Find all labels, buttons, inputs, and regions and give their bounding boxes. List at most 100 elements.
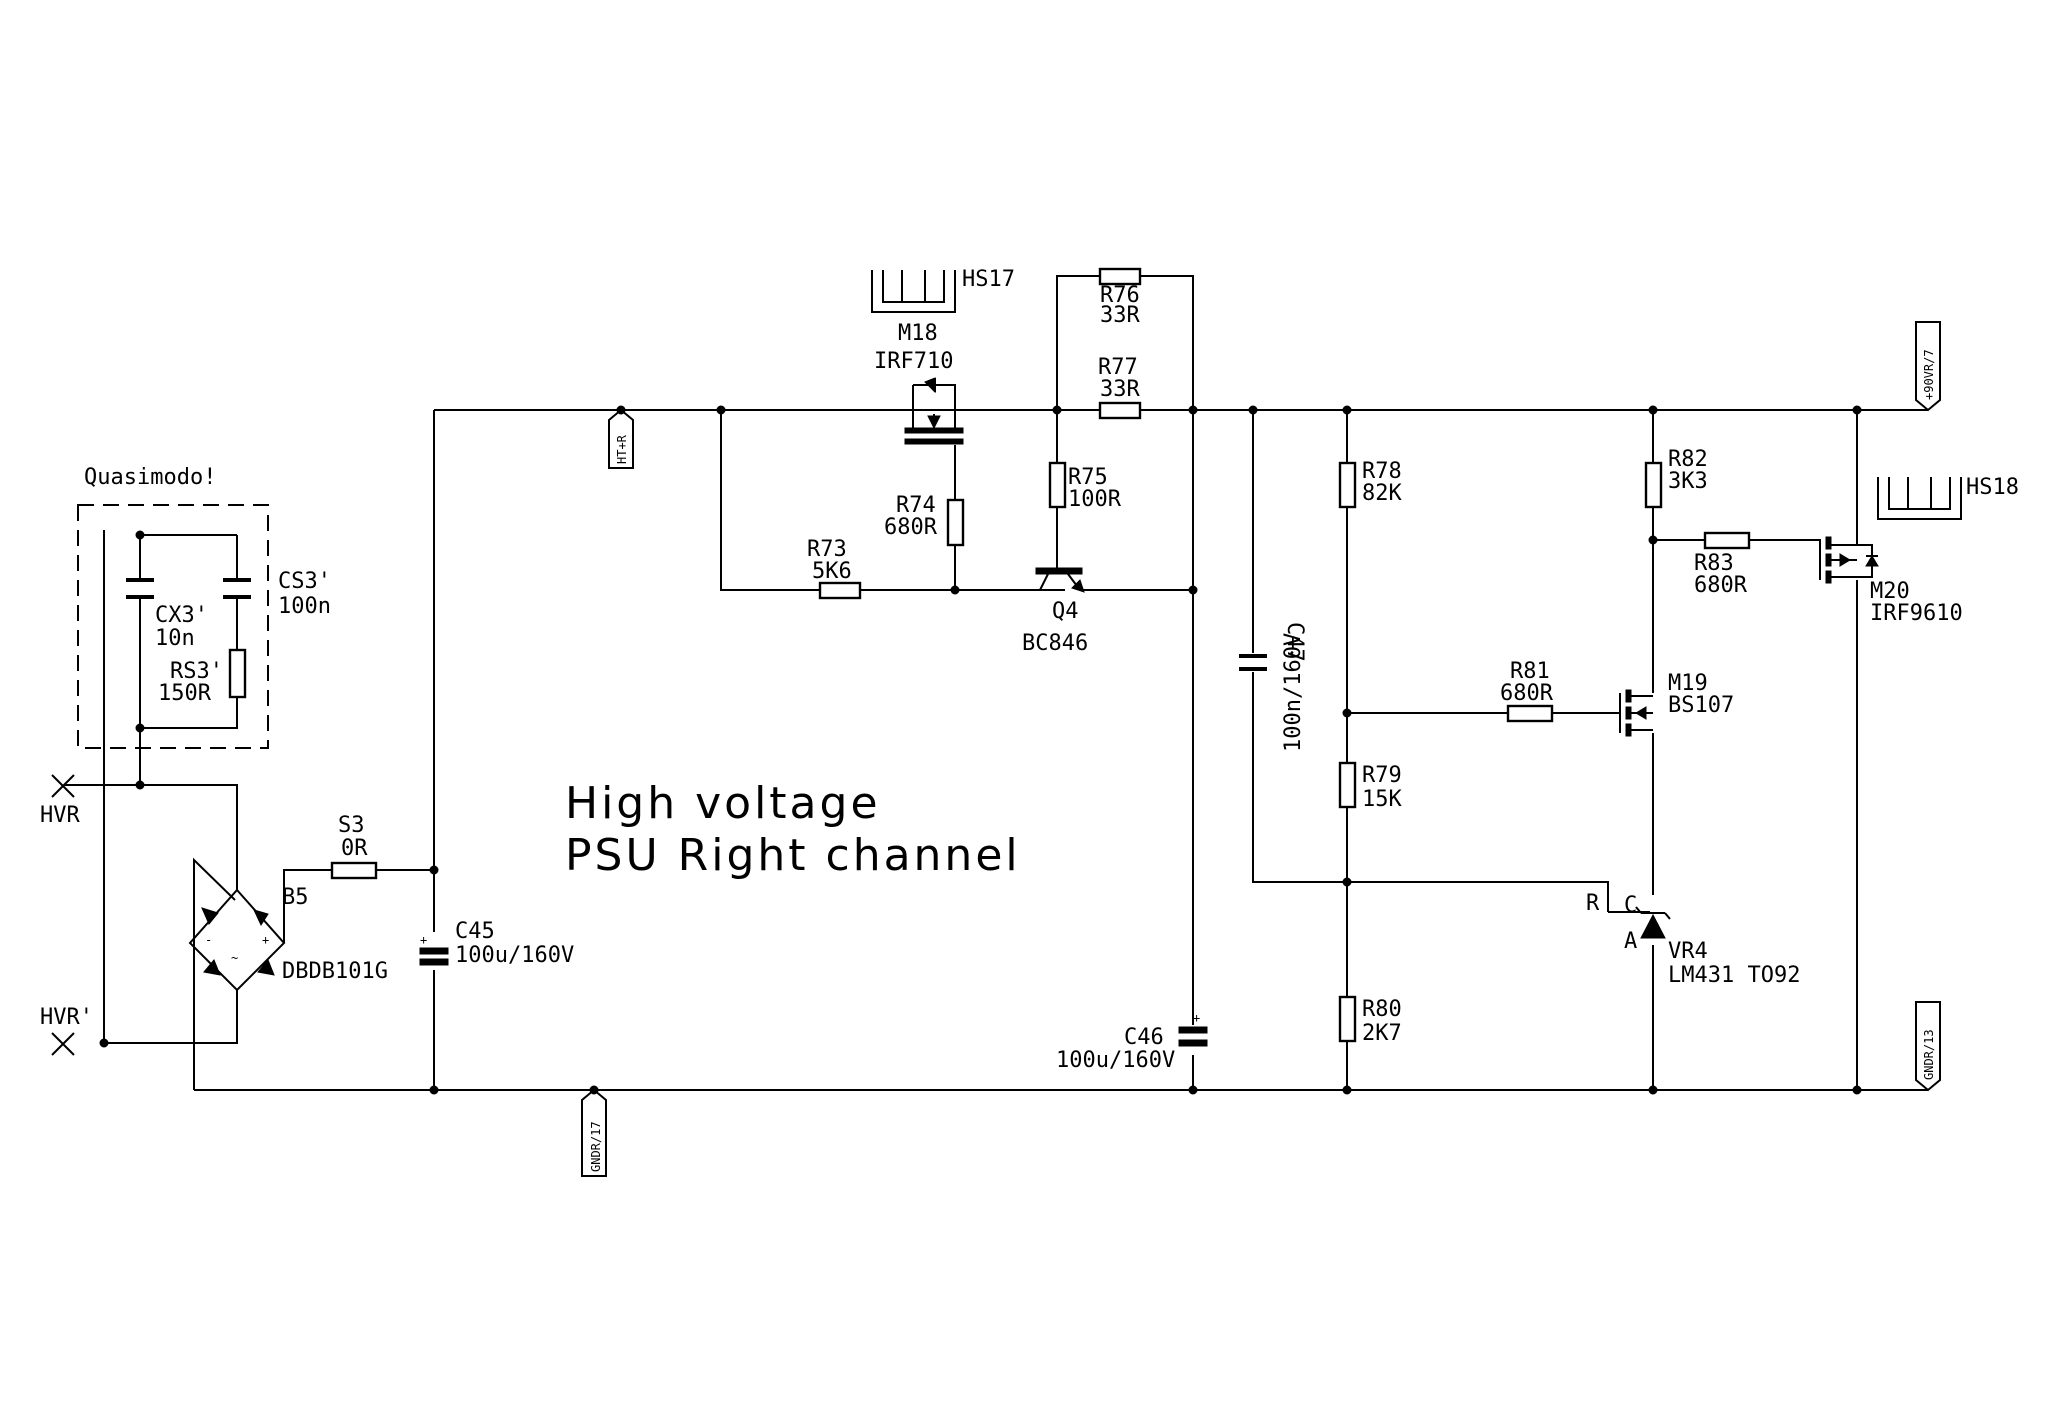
vr4-regulator: R C A: [1586, 891, 1671, 954]
title-line1: High voltage: [565, 778, 881, 829]
junctions: [99, 405, 1862, 1095]
r76-resistor: [1098, 267, 1142, 286]
r75-resistor: [1048, 461, 1067, 509]
r81-ref: R81: [1510, 659, 1550, 684]
plus90-connector: +90VR/7: [1915, 321, 1941, 412]
hs17-heatsink: [871, 270, 956, 313]
m20-ref: M20: [1870, 579, 1910, 604]
r76-value: 33R: [1100, 303, 1140, 328]
label-text: +: [1193, 1011, 1200, 1025]
r81-resistor: [1506, 704, 1554, 723]
bridge-rectifier-b5: - + ~: [188, 888, 286, 992]
r83-value: 680R: [1694, 573, 1748, 598]
r75-ref: R75: [1068, 465, 1108, 490]
r77-ref: R77: [1098, 355, 1138, 380]
ht-r-connector: HT+R: [608, 408, 634, 469]
m19-ref: M19: [1668, 671, 1708, 696]
m19-value: BS107: [1668, 693, 1734, 718]
r79-value: 15K: [1362, 787, 1402, 812]
s3-ref: S3: [338, 813, 365, 838]
label-text: +90VR/7: [1922, 349, 1936, 400]
q4-value: BC846: [1022, 631, 1088, 656]
r78-value: 82K: [1362, 481, 1402, 506]
c46-ref: C46: [1124, 1025, 1164, 1050]
rs3-value: 150R: [158, 681, 212, 706]
r78-ref: R78: [1362, 459, 1402, 484]
c47-value: 100n/160V: [1281, 633, 1306, 752]
c45-capacitor: +: [419, 933, 449, 966]
c46-capacitor: +: [1178, 1011, 1208, 1047]
m19-mosfet: [1619, 689, 1653, 737]
label-text: A: [1624, 929, 1637, 954]
b5-value: DBDB101G: [282, 959, 388, 984]
r79-resistor: [1338, 761, 1357, 809]
r78-resistor: [1338, 461, 1357, 509]
r77-resistor: [1098, 401, 1142, 420]
gndr17-connector: GNDR/17: [581, 1088, 607, 1177]
label-text: GNDR/13: [1922, 1029, 1936, 1080]
hvr-terminal: HVR: [40, 774, 80, 828]
cs3-ref: CS3': [278, 569, 331, 594]
r74-resistor: [946, 498, 965, 547]
r83-resistor: [1703, 531, 1751, 550]
label-text: -: [205, 933, 212, 947]
c45-ref: C45: [455, 919, 495, 944]
label-text: HVR': [40, 1005, 93, 1030]
r73-value: 5K6: [812, 559, 852, 584]
wires: [64, 275, 1928, 1091]
r79-ref: R79: [1362, 763, 1402, 788]
rs3-ref: RS3': [170, 659, 223, 684]
cs3-value: 100n: [278, 594, 331, 619]
hs18-ref: HS18: [1966, 475, 2019, 500]
hvr2-terminal: HVR': [40, 1005, 93, 1056]
r74-value: 680R: [884, 515, 938, 540]
m20-value: IRF9610: [1870, 601, 1963, 626]
r80-value: 2K7: [1362, 1021, 1402, 1046]
r74-ref: R74: [896, 493, 936, 518]
r73-resistor: [818, 581, 862, 600]
r73-ref: R73: [807, 537, 847, 562]
r83-ref: R83: [1694, 551, 1734, 576]
r80-resistor: [1338, 995, 1357, 1043]
r77-value: 33R: [1100, 377, 1140, 402]
c46-value: 100u/160V: [1056, 1048, 1175, 1073]
gndr13-connector: GNDR/13: [1915, 1001, 1941, 1092]
cx3-value: 10n: [155, 626, 195, 651]
label-text: C: [1624, 893, 1637, 918]
title-line2: PSU Right channel: [565, 830, 1021, 881]
m18-value: IRF710: [874, 349, 953, 374]
hs18-heatsink: [1877, 477, 1962, 520]
vr4-ref: VR4: [1668, 939, 1708, 964]
label-text: HT+R: [615, 434, 629, 464]
r75-value: 100R: [1068, 487, 1122, 512]
r82-value: 3K3: [1668, 469, 1708, 494]
r82-ref: R82: [1668, 447, 1708, 472]
c45-value: 100u/160V: [455, 943, 574, 968]
r82-resistor: [1644, 461, 1663, 509]
label-text: ~: [231, 951, 238, 965]
label-text: GNDR/17: [589, 1121, 603, 1172]
r80-ref: R80: [1362, 997, 1402, 1022]
label-text: HVR: [40, 803, 80, 828]
label-text: R: [1586, 891, 1600, 916]
hs17-ref: HS17: [962, 267, 1015, 292]
b5-ref: B5: [282, 885, 309, 910]
label-text: +: [262, 933, 269, 947]
s3-value: 0R: [341, 836, 368, 861]
m18-ref: M18: [898, 321, 938, 346]
c47-capacitor: [1239, 654, 1267, 671]
m20-mosfet: [1819, 536, 1879, 584]
cx3-ref: CX3': [155, 603, 208, 628]
r76-ref: R76: [1100, 283, 1140, 308]
s3-resistor: [330, 861, 378, 880]
vr4-value: LM431 TO92: [1668, 963, 1800, 988]
c47-ref: C47: [1282, 622, 1307, 662]
quasimodo-box: Quasimodo!: [77, 465, 269, 785]
q4-ref: Q4: [1052, 599, 1079, 624]
m18-mosfet: [904, 377, 964, 445]
r81-value: 680R: [1500, 681, 1554, 706]
box-label: Quasimodo!: [84, 465, 216, 490]
q4-transistor: [1035, 563, 1085, 593]
label-text: +: [420, 933, 427, 947]
